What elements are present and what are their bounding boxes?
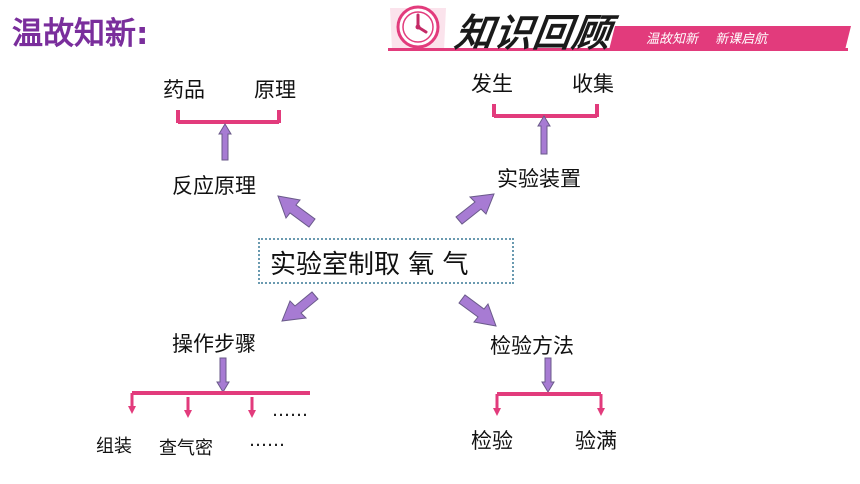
node-reaction-principle: 反应原理 <box>172 174 256 198</box>
node-ellipsis-lower: …… <box>249 430 285 451</box>
banner-subtitle: 温故知新 新课启航 <box>646 32 768 47</box>
arrow-to-test <box>458 294 497 327</box>
arrow-to-reaction <box>277 195 316 228</box>
node-collection: 收集 <box>572 72 614 96</box>
center-node-box <box>258 238 514 284</box>
node-apparatus: 实验装置 <box>497 167 581 191</box>
down-arrow-test <box>541 357 555 393</box>
node-test-method: 检验方法 <box>490 334 574 358</box>
node-reagents: 药品 <box>163 78 205 102</box>
node-airtightness: 查气密 <box>159 438 213 459</box>
node-test: 检验 <box>471 429 513 453</box>
up-arrow-apparatus <box>537 115 551 155</box>
node-steps: 操作步骤 <box>172 332 256 356</box>
page-heading: 温故知新: <box>12 16 149 52</box>
center-node-label: 实验室制取 氧 气 <box>270 250 469 280</box>
node-assemble: 组装 <box>96 436 132 457</box>
steps-bracket <box>128 391 310 418</box>
clock-icon <box>388 0 448 52</box>
node-generation: 发生 <box>471 72 513 96</box>
arrow-to-steps <box>281 291 319 322</box>
apparatus-bracket <box>492 104 599 118</box>
up-arrow-reaction <box>218 123 232 161</box>
node-principle: 原理 <box>254 78 296 102</box>
node-full-check: 验满 <box>575 429 617 453</box>
arrow-to-apparatus <box>455 193 495 225</box>
reaction-bracket <box>176 110 281 124</box>
test-bracket <box>493 392 605 416</box>
down-arrow-steps <box>216 357 230 393</box>
node-ellipsis-upper: …… <box>272 400 308 421</box>
